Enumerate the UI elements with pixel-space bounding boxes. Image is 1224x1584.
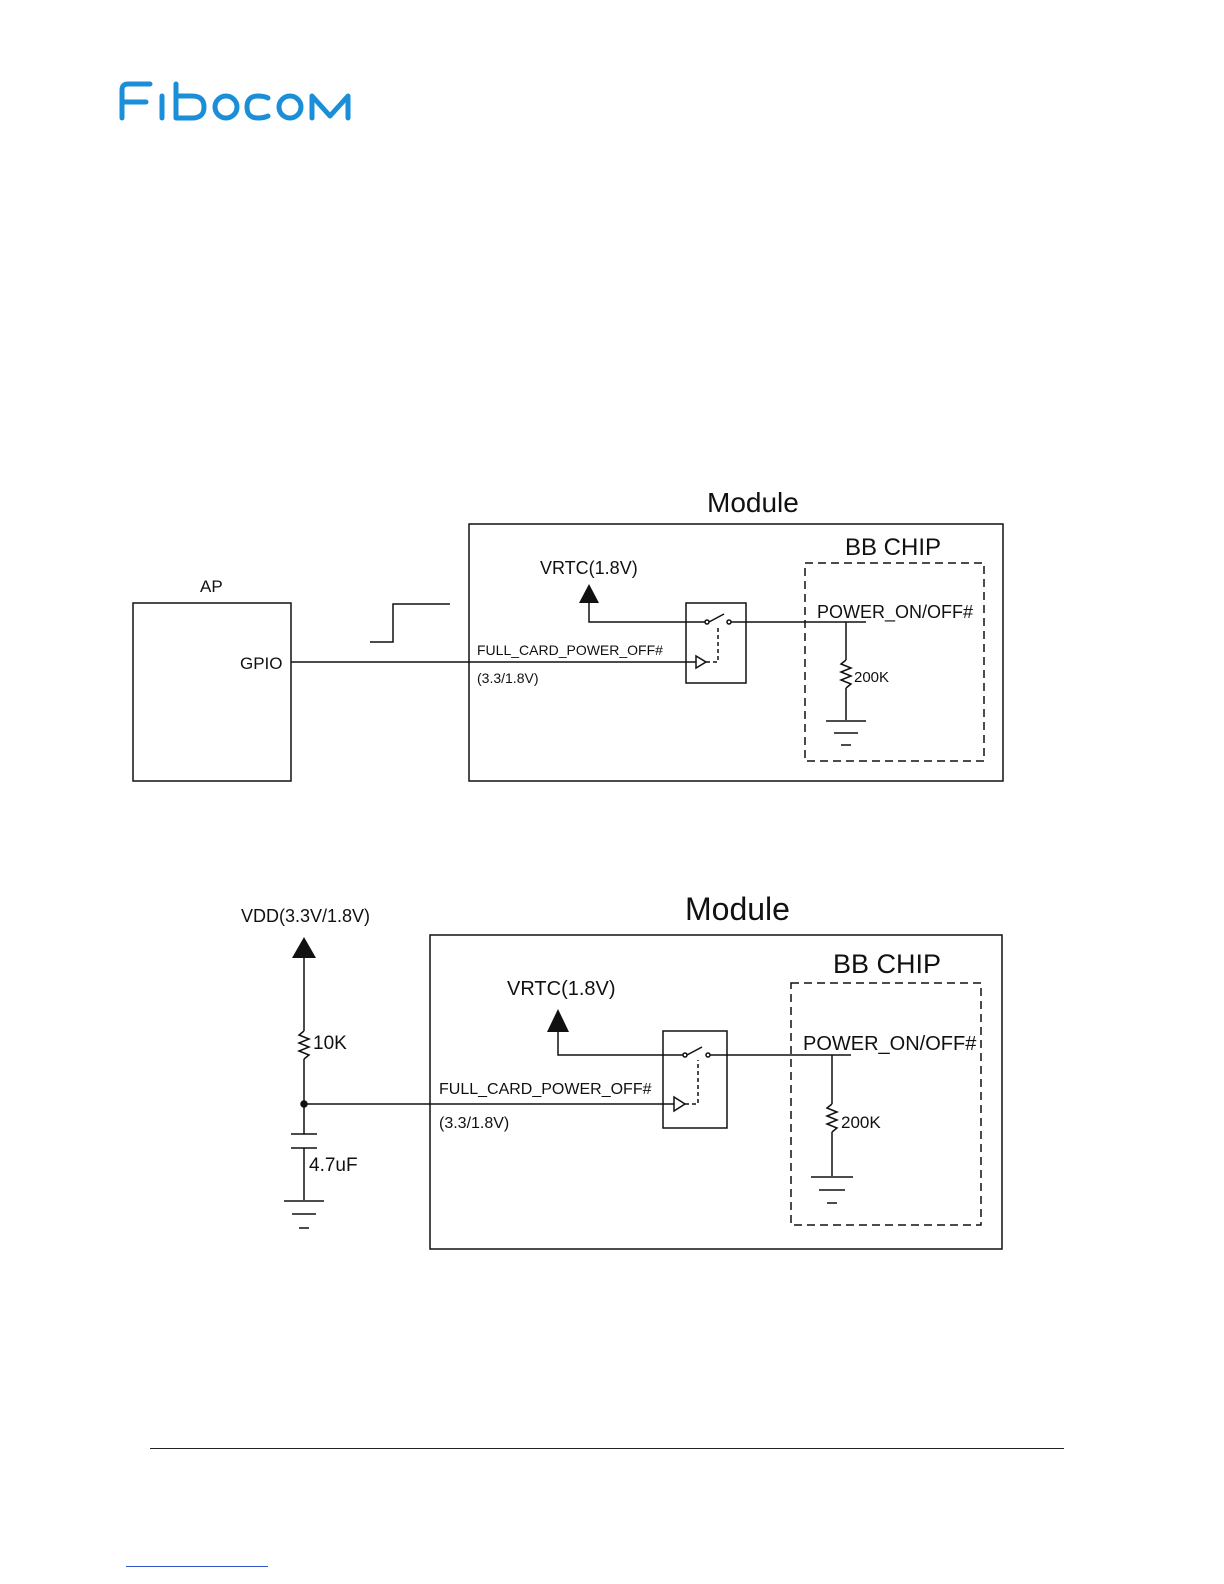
resistor-200k (827, 1104, 837, 1132)
vdd-label: VDD(3.3V/1.8V) (241, 906, 370, 926)
signal-label: FULL_CARD_POWER_OFF# (477, 642, 663, 658)
step-waveform (370, 604, 450, 642)
chip-label: BB CHIP (833, 949, 941, 979)
resistor-label: 200K (854, 669, 889, 686)
module-title: Module (685, 891, 790, 927)
vdd-arrow-icon (292, 937, 316, 958)
voltage-label: (3.3/1.8V) (477, 670, 538, 686)
buffer-triangle (696, 656, 706, 668)
module-title: Module (707, 487, 799, 518)
footer-divider (150, 1448, 1064, 1449)
resistor-200k (841, 660, 851, 688)
footer-link-underline[interactable] (126, 1566, 268, 1567)
ap-box (133, 603, 291, 781)
switch-box (663, 1031, 727, 1128)
power-pin-label: POWER_ON/OFF# (803, 1033, 977, 1055)
voltage-label: (3.3/1.8V) (439, 1115, 509, 1132)
resistor-label: 200K (841, 1113, 881, 1132)
vrtc-wire (589, 601, 705, 622)
chip-label: BB CHIP (845, 534, 941, 561)
bb-chip-box (791, 983, 981, 1225)
switch-box (686, 603, 746, 683)
vrtc-label: VRTC(1.8V) (540, 558, 638, 578)
resistor-10k (299, 1031, 309, 1059)
vrtc-wire (558, 1032, 683, 1055)
vrtc-label: VRTC(1.8V) (507, 978, 616, 1000)
buffer-triangle (674, 1097, 685, 1111)
vrtc-arrow-icon (579, 584, 599, 603)
power-pin-label: POWER_ON/OFF# (817, 602, 973, 623)
cap-label: 4.7uF (309, 1155, 358, 1176)
pullup-label: 10K (313, 1033, 347, 1054)
bb-chip-box (805, 563, 984, 761)
signal-label: FULL_CARD_POWER_OFF# (439, 1081, 652, 1098)
vrtc-arrow-icon (547, 1009, 569, 1032)
gpio-label: GPIO (240, 654, 283, 673)
ap-label: AP (200, 577, 223, 596)
